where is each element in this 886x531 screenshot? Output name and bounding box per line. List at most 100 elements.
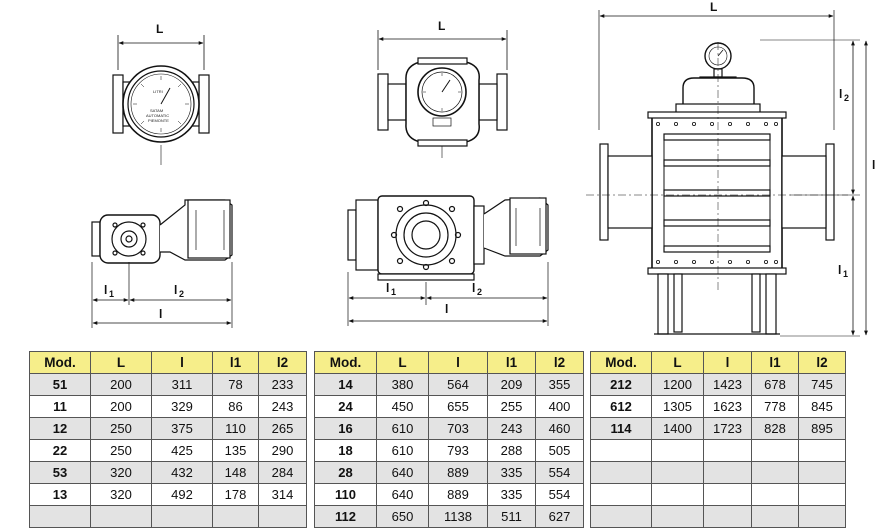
table-row [29,505,307,528]
table-cell: 78 [212,373,259,396]
large-meter-view [586,10,868,337]
table-cell [651,439,704,462]
table-cell: 135 [212,439,259,462]
dim-label-l1-1: l [104,283,107,297]
table-cell [703,461,752,484]
table-cell [798,483,846,506]
header-l: l [151,351,213,374]
table-cell: 640 [376,483,429,506]
table-cell: 380 [376,373,429,396]
table-header-row: Mod. L l l1 l2 [29,351,307,374]
table-cell: 460 [535,417,584,440]
table-cell: 425 [151,439,213,462]
table-cell: 200 [90,373,152,396]
cell-model [29,505,91,528]
cell-model: 14 [314,373,377,396]
table-cell: 610 [376,439,429,462]
dim-label-l2-sub-2: 2 [477,287,482,297]
table-cell [798,439,846,462]
header-mod: Mod. [314,351,377,374]
table-cell: 320 [90,461,152,484]
header-l2: l2 [258,351,307,374]
table-cell: 432 [151,461,213,484]
dial-maker-text: PIEMONTE [148,118,169,123]
medium-meter-side-view [347,195,549,326]
table-cell: 889 [428,483,488,506]
table-cell: 255 [487,395,536,418]
table-cell [751,461,799,484]
dim-label-l1-sub-2: 1 [391,287,396,297]
table-cell: 564 [428,373,488,396]
dim-label-l1-3: l [838,263,841,277]
dim-label-l-1: l [159,307,162,321]
table-cell: 329 [151,395,213,418]
cell-model: 112 [314,505,377,528]
cell-model: 110 [314,483,377,506]
table-cell: 250 [90,417,152,440]
cell-model: 114 [590,417,652,440]
table-cell: 655 [428,395,488,418]
dim-label-l-2: l [445,302,448,316]
dim-label-l1-sub-1: 1 [109,289,114,299]
dim-label-l-3: l [872,158,875,172]
cell-model: 24 [314,395,377,418]
dial-line-text: AUTOMATIC [146,113,169,118]
dim-label-l2-sub-1: 2 [179,289,184,299]
table-cell: 250 [90,439,152,462]
table-cell: 400 [535,395,584,418]
table-cell: 178 [212,483,259,506]
header-l1: l1 [487,351,536,374]
technical-drawings: LITRI SATAM AUTOMATIC PIEMONTE L l 1 l 2… [91,0,875,337]
cell-model: 13 [29,483,91,506]
table-cell: 745 [798,373,846,396]
table-header-row: Mod. L l l1 l2 [314,351,584,374]
table-cell: 355 [535,373,584,396]
small-meter-front-view [112,35,210,165]
header-l1: l1 [212,351,259,374]
table-cell: 650 [376,505,429,528]
table-cell: 148 [212,461,259,484]
table-cell: 1200 [651,373,704,396]
header-l1: l1 [751,351,799,374]
header-L: L [651,351,704,374]
table-cell [258,505,307,528]
table-cell: 828 [751,417,799,440]
dim-label-l2-sub-3: 2 [844,93,849,103]
dim-label-l2-2: l [472,281,475,295]
table-cell: 627 [535,505,584,528]
cell-model [590,483,652,506]
dim-label-l2-1: l [174,283,177,297]
dial-brand-text: SATAM [150,108,163,113]
dim-label-L-2: L [438,19,445,33]
table-cell [751,483,799,506]
cell-model [590,505,652,528]
table-cell: 610 [376,417,429,440]
table-cell: 233 [258,373,307,396]
table-cell: 243 [258,395,307,418]
table-cell [90,505,152,528]
table-cell: 209 [487,373,536,396]
dim-label-l1-2: l [386,281,389,295]
table-cell: 110 [212,417,259,440]
table-cell: 678 [751,373,799,396]
dim-label-l2-3: l [839,87,842,101]
header-L: L [376,351,429,374]
table-cell [651,461,704,484]
table-cell: 335 [487,483,536,506]
cell-model: 11 [29,395,91,418]
header-l2: l2 [798,351,846,374]
